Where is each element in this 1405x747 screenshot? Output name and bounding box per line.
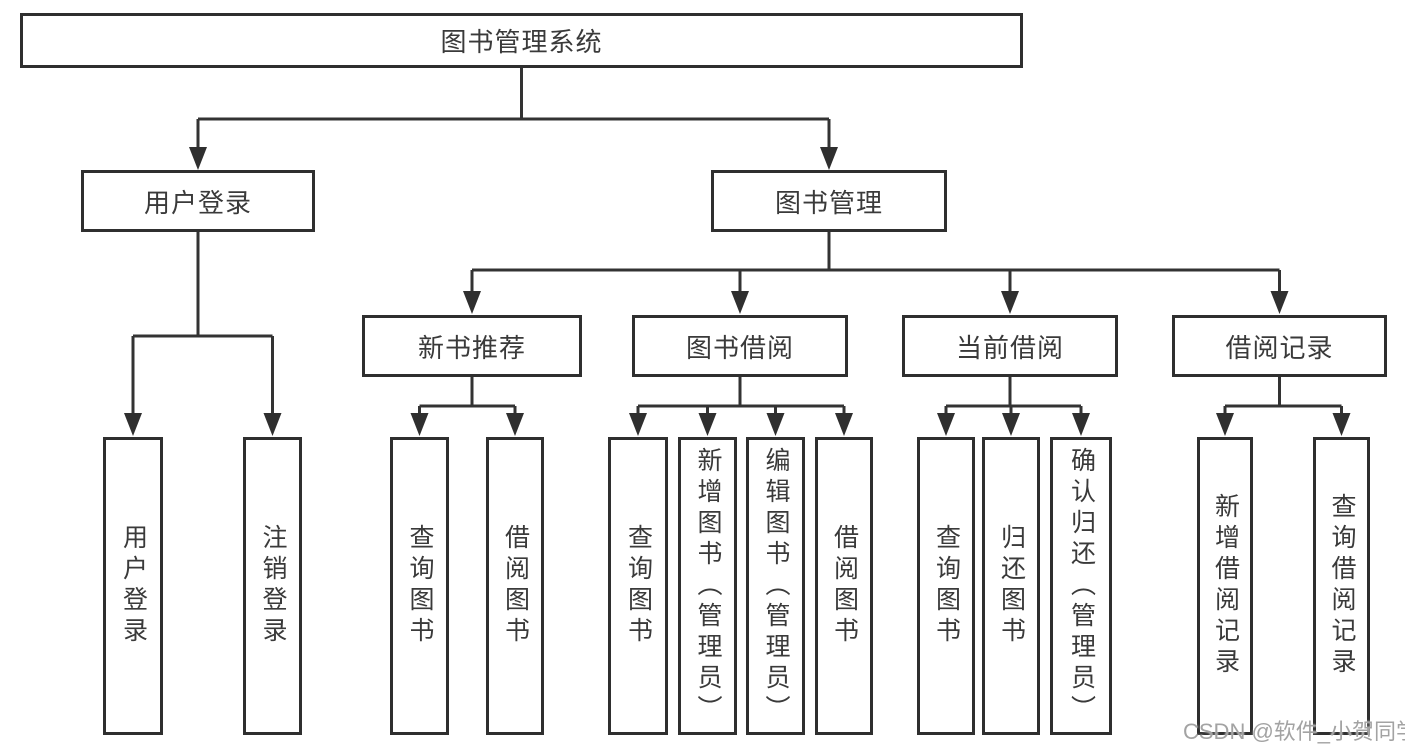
leaf-recommend-query-book-label: 查询图书 xyxy=(406,524,434,648)
leaf-add-book-admin: 新增图书（管理员） xyxy=(678,437,737,735)
connector-module-borrow xyxy=(629,377,853,436)
leaf-borrow-book-label: 借阅图书 xyxy=(830,524,859,648)
node-borrow-records-label: 借阅记录 xyxy=(1225,332,1334,363)
connector-root xyxy=(189,68,838,170)
node-book-management: 图书管理 xyxy=(711,170,947,232)
csdn-watermark: CSDN @软件_小贺同学 xyxy=(1183,719,1405,744)
leaf-edit-book-admin: 编辑图书（管理员） xyxy=(746,437,805,735)
leaf-borrow-query-book-label: 查询图书 xyxy=(624,524,653,648)
connector-login xyxy=(124,232,282,436)
leaf-user-login-label: 用户登录 xyxy=(119,524,148,648)
leaf-recommend-borrow-book-label: 借阅图书 xyxy=(501,524,530,648)
connector-mgmt xyxy=(463,232,1289,314)
node-book-borrow: 图书借阅 xyxy=(632,315,848,377)
leaf-confirm-return-admin: 确认归还（管理员） xyxy=(1050,437,1112,735)
leaf-edit-book-admin-label: 编辑图书（管理员） xyxy=(762,446,790,726)
leaf-logout: 注销登录 xyxy=(243,437,302,735)
leaf-current-query-book-label: 查询图书 xyxy=(932,524,961,648)
leaf-add-book-admin-label: 新增图书（管理员） xyxy=(694,446,722,726)
node-book-borrow-label: 图书借阅 xyxy=(685,332,794,363)
node-current-borrow: 当前借阅 xyxy=(902,315,1118,377)
leaf-user-login: 用户登录 xyxy=(103,437,163,735)
leaf-logout-label: 注销登录 xyxy=(259,524,287,648)
node-user-login-label: 用户登录 xyxy=(143,187,252,218)
leaf-borrow-book: 借阅图书 xyxy=(815,437,873,735)
leaf-add-borrow-record-label: 新增借阅记录 xyxy=(1211,493,1240,679)
node-current-borrow-label: 当前借阅 xyxy=(955,332,1064,363)
leaf-current-query-book: 查询图书 xyxy=(917,437,975,735)
leaf-return-book: 归还图书 xyxy=(982,437,1040,735)
node-new-book-recommend: 新书推荐 xyxy=(362,315,582,377)
node-root-system: 图书管理系统 xyxy=(20,13,1023,68)
leaf-query-borrow-record: 查询借阅记录 xyxy=(1313,437,1370,735)
node-new-book-recommend-label: 新书推荐 xyxy=(417,332,526,363)
leaf-confirm-return-admin-label: 确认归还（管理员） xyxy=(1067,446,1096,726)
leaf-borrow-query-book: 查询图书 xyxy=(608,437,668,735)
leaf-recommend-borrow-book: 借阅图书 xyxy=(486,437,544,735)
connector-module-current xyxy=(937,377,1090,436)
node-book-management-label: 图书管理 xyxy=(774,187,883,218)
node-user-login: 用户登录 xyxy=(81,170,315,232)
leaf-add-borrow-record: 新增借阅记录 xyxy=(1197,437,1253,735)
leaf-return-book-label: 归还图书 xyxy=(997,524,1026,648)
connector-module-recommend xyxy=(410,377,524,436)
connector-module-records xyxy=(1216,377,1351,436)
leaf-recommend-query-book: 查询图书 xyxy=(390,437,449,735)
node-root-label: 图书管理系统 xyxy=(440,27,603,57)
leaf-query-borrow-record-label: 查询借阅记录 xyxy=(1328,493,1356,679)
node-borrow-records: 借阅记录 xyxy=(1172,315,1387,377)
